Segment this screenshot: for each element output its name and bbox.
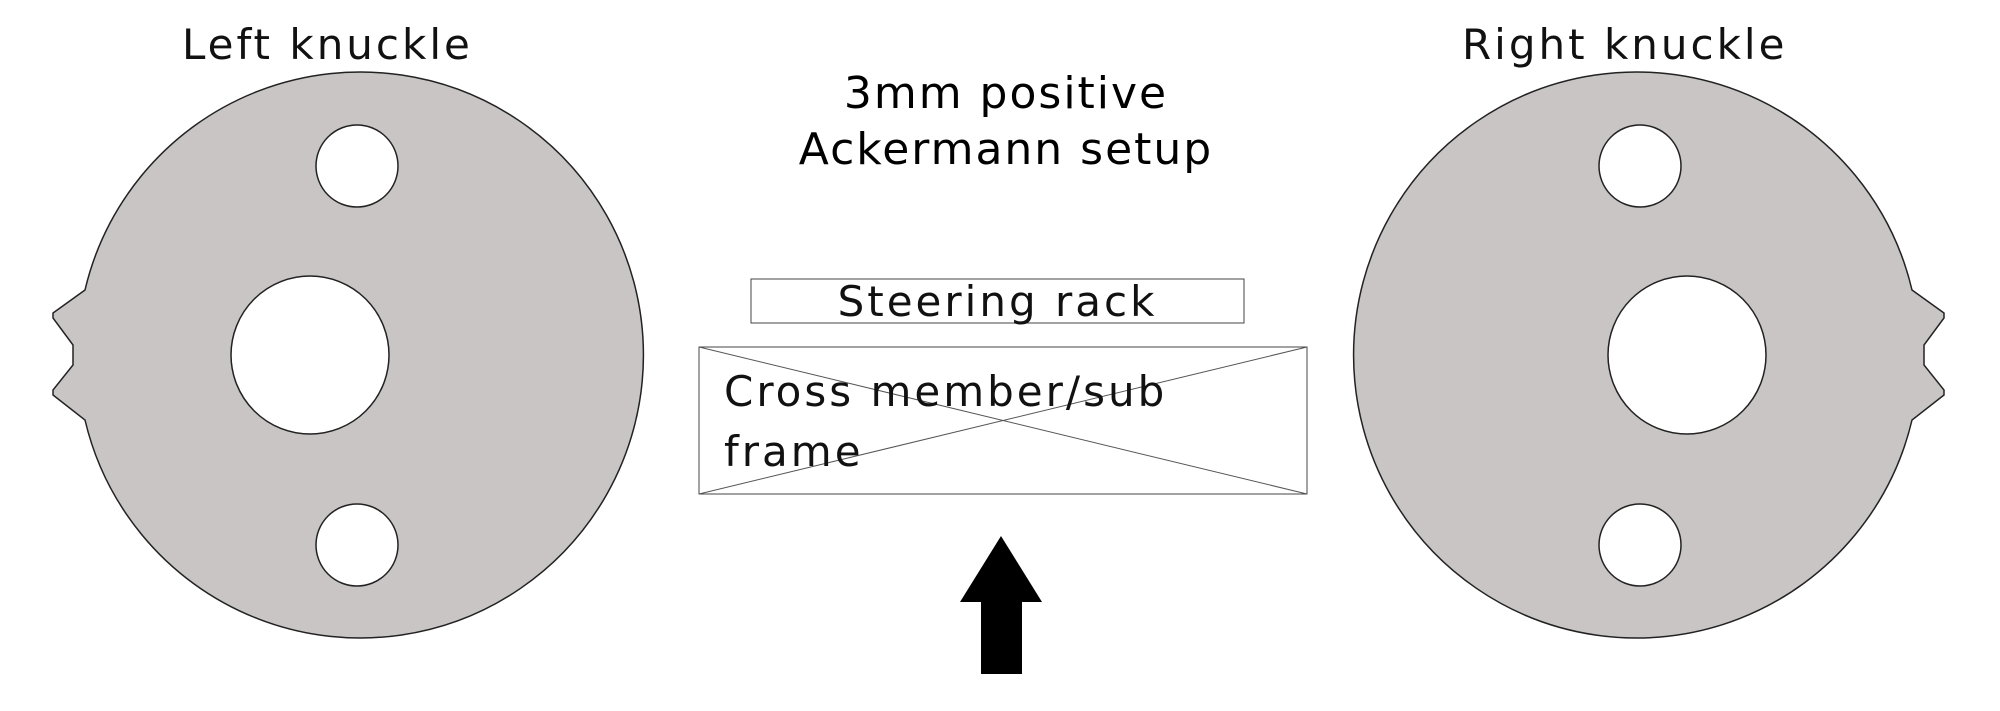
left-knuckle-top-hole (315, 124, 399, 208)
steering-rack-label: Steering rack (837, 277, 1158, 326)
up-arrow-icon (960, 536, 1042, 674)
diagram-title: 3mm positive Ackermann setup (706, 66, 1306, 178)
right-knuckle-label: Right knuckle (1462, 20, 1788, 69)
cross-member-box (698, 346, 1308, 495)
right-knuckle-bottom-hole (1598, 503, 1682, 587)
cross-member-line-2: frame (724, 427, 864, 476)
left-knuckle-bottom-hole (315, 503, 399, 587)
right-knuckle-center-hole (1607, 275, 1767, 435)
cross-member-line-1: Cross member/sub (724, 367, 1168, 416)
steering-rack-box (750, 278, 1245, 324)
right-knuckle-top-hole (1598, 124, 1682, 208)
right-knuckle (1352, 71, 1945, 639)
cross-member-label: Cross member/sub frame (724, 362, 1167, 482)
title-line-2: Ackermann setup (798, 124, 1214, 175)
left-knuckle-center-hole (230, 275, 390, 435)
left-knuckle-label: Left knuckle (182, 20, 473, 69)
title-line-1: 3mm positive (843, 68, 1169, 119)
left-knuckle (52, 71, 645, 639)
